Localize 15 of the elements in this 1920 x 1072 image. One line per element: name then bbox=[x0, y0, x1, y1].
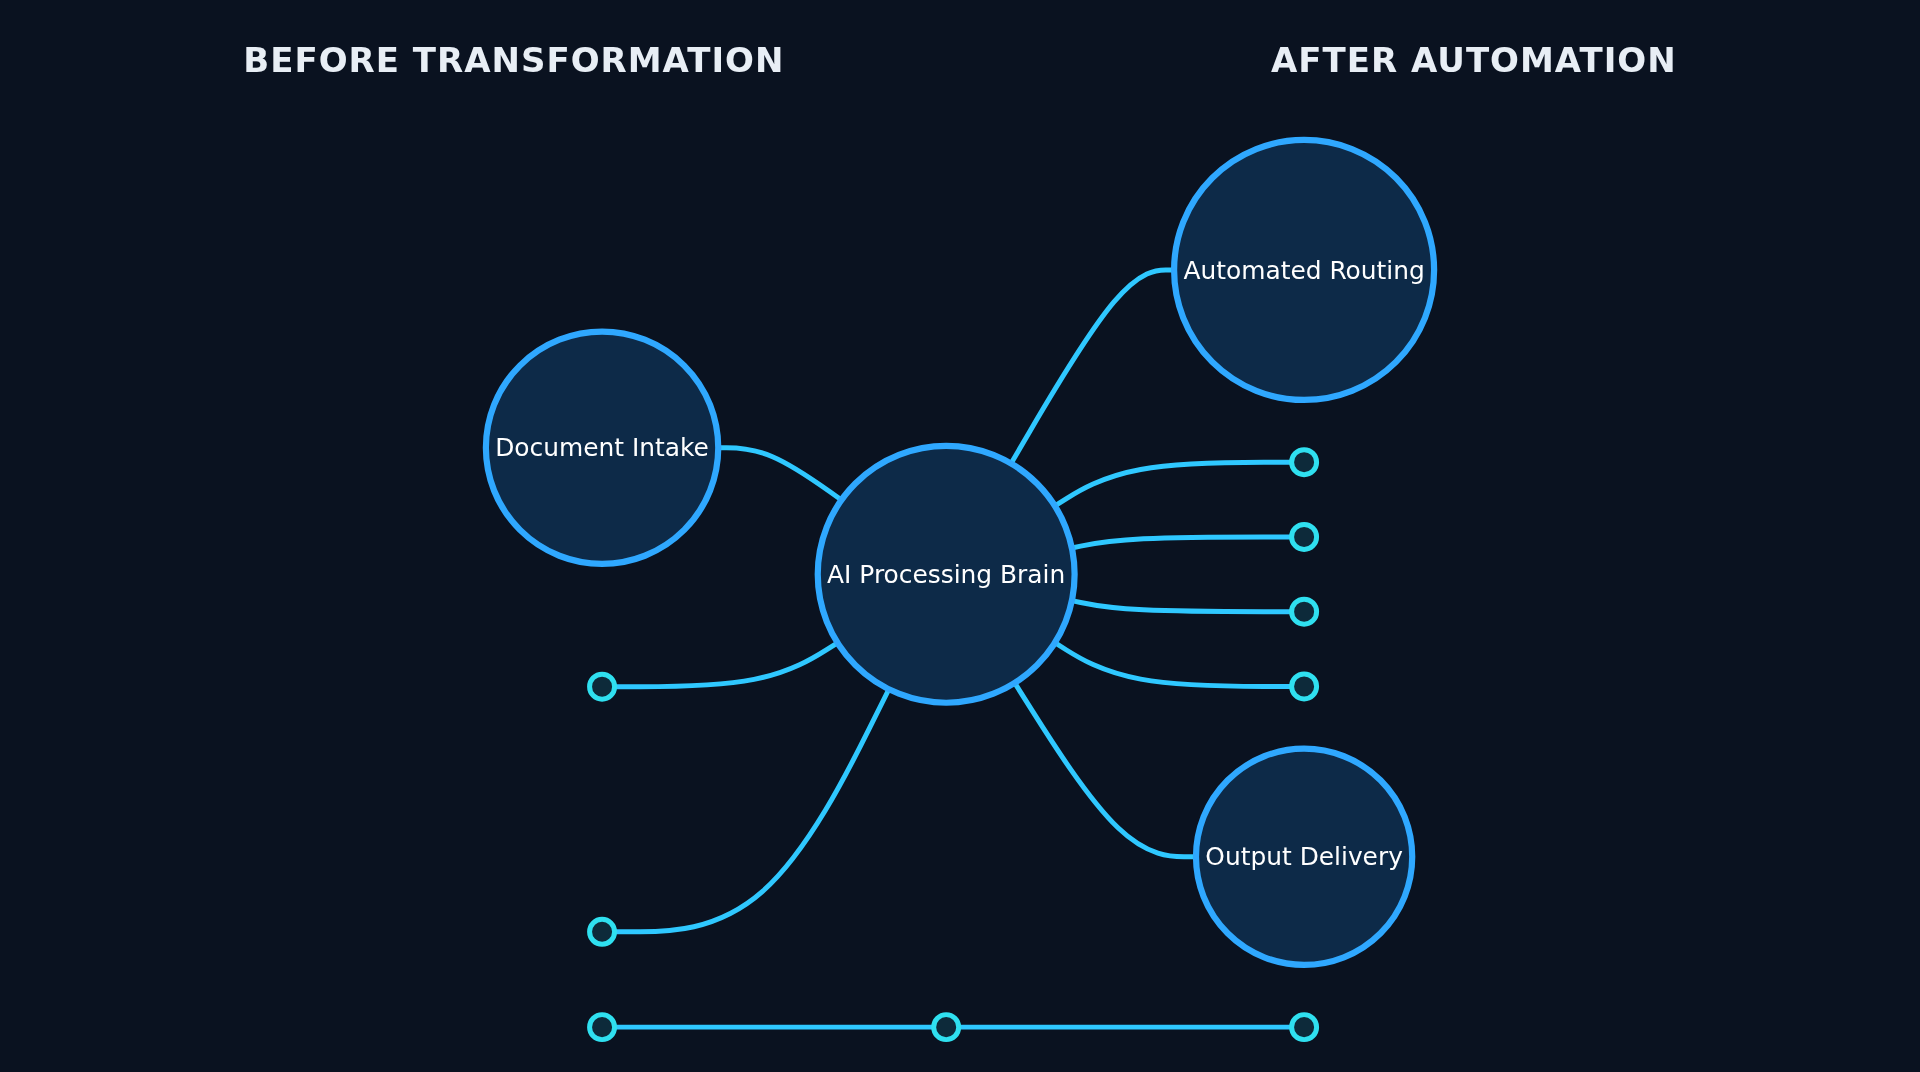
node-circle: Output Delivery bbox=[1192, 745, 1416, 968]
node-circle bbox=[1289, 1012, 1320, 1043]
node-circle bbox=[1289, 447, 1320, 478]
node-circle: Document Intake bbox=[482, 328, 722, 567]
node-circle: AI Processing Brain bbox=[814, 442, 1078, 706]
node-circle bbox=[931, 1012, 962, 1043]
node-circle: Automated Routing bbox=[1171, 136, 1438, 404]
node-circle bbox=[1289, 671, 1320, 702]
node-circle bbox=[587, 916, 618, 947]
node-circle bbox=[1289, 596, 1320, 627]
node-circle bbox=[587, 671, 618, 702]
node-circle bbox=[587, 1012, 618, 1043]
section-heading: BEFORE TRANSFORMATION bbox=[243, 40, 785, 82]
node-circle bbox=[1289, 521, 1320, 552]
section-heading: AFTER AUTOMATION bbox=[1271, 40, 1677, 82]
